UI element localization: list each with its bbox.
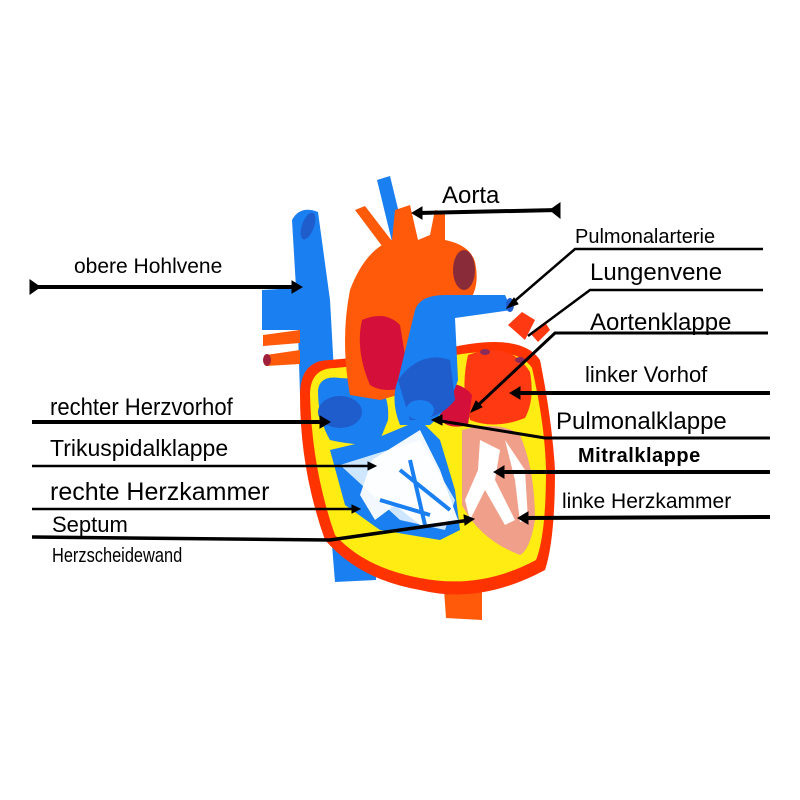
label-rechter-herzvorhof: rechter Herzvorhof	[50, 393, 233, 420]
labels: Aorta Pulmonalarterie Lungenvene Aortenk…	[50, 182, 731, 566]
heart-illustration	[262, 176, 555, 620]
label-herzscheidewand: Herzscheidewand	[52, 543, 182, 566]
label-aortenklappe: Aortenklappe	[590, 309, 731, 336]
label-trikuspidalklappe: Trikuspidalklappe	[50, 435, 228, 461]
label-aorta: Aorta	[442, 182, 500, 209]
superior-vena-cava	[262, 209, 335, 395]
label-rechte-herzkammer: rechte Herzkammer	[50, 478, 270, 506]
label-lines	[29, 202, 771, 542]
label-septum: Septum	[52, 512, 128, 537]
label-obere-hohlvene: obere Hohlvene	[74, 255, 222, 278]
label-mitralklappe: Mitralklappe	[578, 445, 701, 467]
label-lungenvene: Lungenvene	[590, 259, 722, 286]
label-pulmonalarterie: Pulmonalarterie	[575, 226, 715, 248]
label-pulmonalklappe: Pulmonalklappe	[556, 408, 727, 435]
label-linke-herzkammer: linke Herzkammer	[562, 490, 731, 513]
label-linker-vorhof: linker Vorhof	[585, 362, 708, 387]
